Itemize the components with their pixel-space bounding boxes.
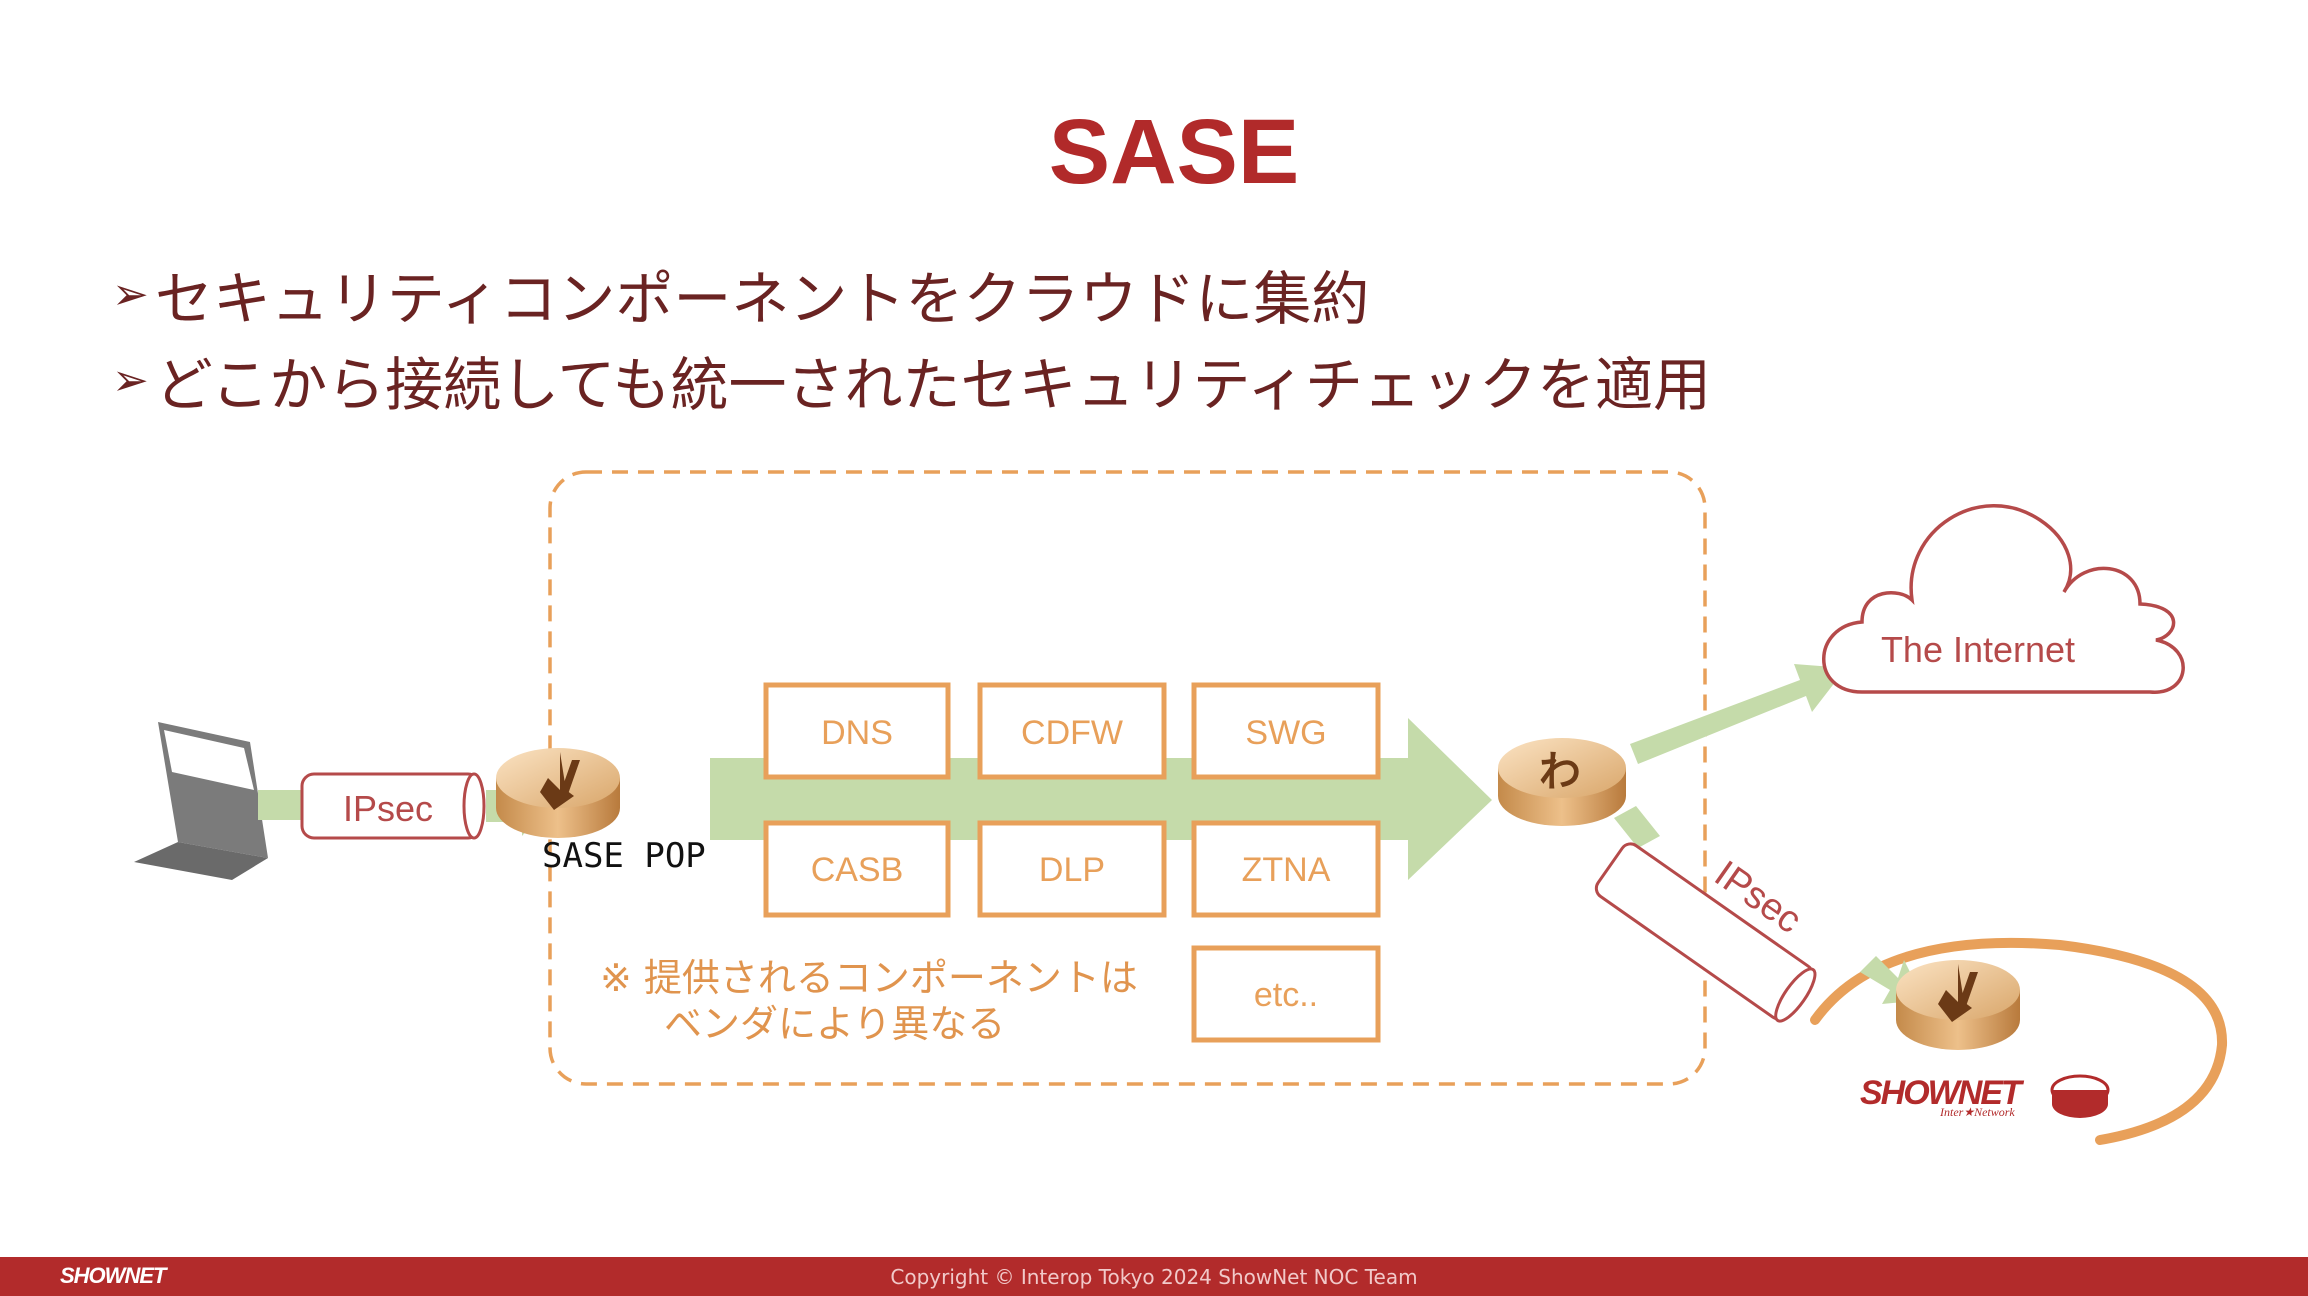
internet-label: The Internet — [1881, 629, 2075, 670]
component-etc — [1191, 945, 1381, 1043]
shownet-logo — [2050, 1074, 2110, 1118]
component-dlp — [977, 820, 1167, 918]
component-dns-label: DNS — [821, 714, 893, 752]
component-dlp-label: DLP — [1039, 851, 1105, 889]
component-cdfw-label: CDFW — [1021, 714, 1123, 752]
vendor-note-line1: ※ 提供されるコンポーネントは — [600, 956, 1138, 1000]
shownet-logo-text: SHOWNET — [1860, 1074, 2025, 1112]
bullet-2: ➢ どこから接続しても統一されたセキュリティチェックを適用 — [112, 338, 1711, 422]
component-dns — [763, 682, 951, 780]
bullet-1: ➢ セキュリティコンポーネントをクラウドに集約 — [112, 252, 1369, 336]
slide-title: SASE — [1048, 101, 1300, 203]
component-swg — [1191, 682, 1381, 780]
bullet-arrow-icon: ➢ — [112, 268, 149, 320]
to-internet-arrow — [1630, 664, 1846, 764]
component-ztna — [1191, 820, 1381, 918]
component-boxes — [763, 682, 1381, 1043]
component-swg-label: SWG — [1245, 714, 1326, 752]
laptop-icon — [134, 722, 268, 880]
footer-logo: SHOWNET — [60, 1263, 166, 1288]
bullet-1-text: セキュリティコンポーネントをクラウドに集約 — [154, 265, 1370, 333]
bullet-arrow-icon: ➢ — [112, 354, 149, 406]
shownet-logo-subtext: Inter★Network — [1939, 1105, 2015, 1119]
component-ztna-label: ZTNA — [1242, 851, 1331, 889]
egress-router-icon — [1498, 738, 1626, 826]
router-to-tunnel-link — [1614, 806, 1660, 848]
sase-pop-label: SASE POP — [542, 836, 706, 876]
component-cdfw — [977, 682, 1167, 780]
vendor-note-line2: ベンダにより異なる — [664, 1002, 1006, 1046]
shownet-ring — [1810, 937, 2228, 1145]
ipsec-left-label: IPsec — [343, 788, 433, 829]
ipsec-tunnel-right — [1594, 842, 1817, 1023]
component-etc-label: etc.. — [1254, 976, 1318, 1014]
component-casb-label: CASB — [811, 851, 904, 889]
component-casb — [763, 820, 951, 918]
vendor-note: ※ 提供されるコンポーネントは ベンダにより異なる — [600, 955, 1138, 1047]
bullet-2-text: どこから接続しても統一されたセキュリティチェックを適用 — [154, 351, 1712, 419]
ipsec-tunnel-left — [300, 772, 486, 840]
shownet-router-icon — [1896, 960, 2020, 1050]
sase-pop-router-icon — [496, 748, 620, 838]
internet-cloud — [1822, 504, 2185, 694]
laptop-link — [258, 790, 308, 820]
sase-boundary — [548, 470, 1707, 1086]
footer-bar: SHOWNET Copyright © Interop Tokyo 2024 S… — [0, 1257, 2308, 1296]
footer-copyright: Copyright © Interop Tokyo 2024 ShowNet N… — [890, 1265, 1418, 1289]
router-mark: わ — [1539, 747, 1581, 796]
